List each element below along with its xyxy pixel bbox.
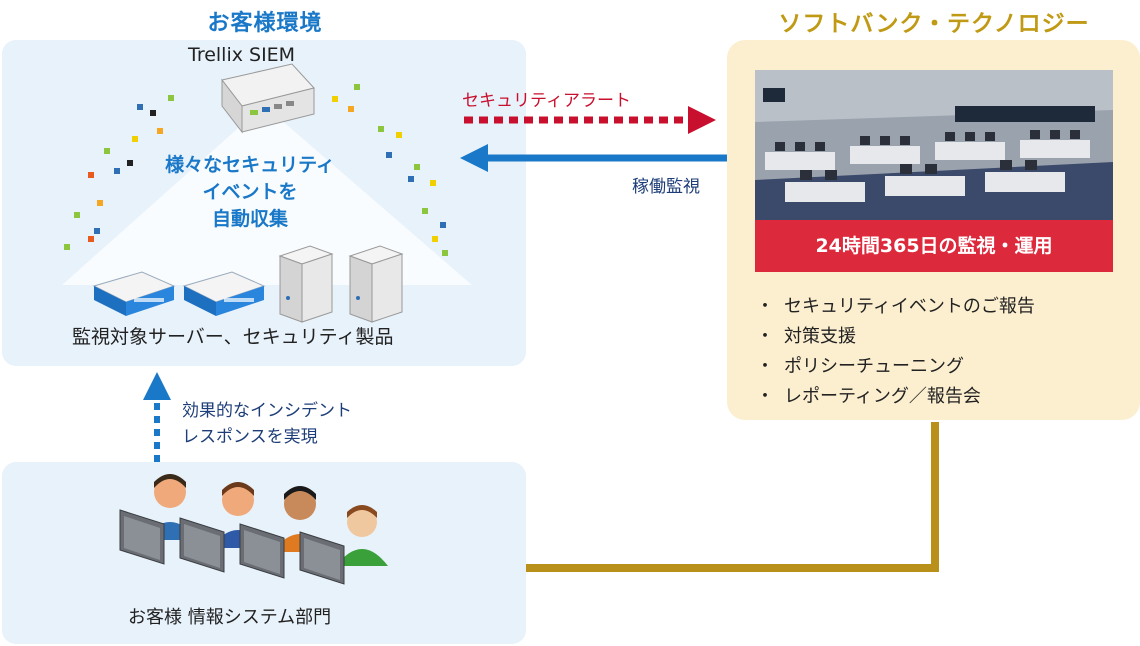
customer-env-title: お客様環境 <box>207 11 323 36</box>
report-arrow-line <box>506 422 939 572</box>
service-item: ・セキュリティイベントのご報告 <box>756 296 1035 317</box>
monitor-screens <box>124 516 340 580</box>
operators-illustration <box>119 474 388 585</box>
monitor-label: 稼働監視 <box>632 177 700 197</box>
soc-banner: 24時間365日の監視・運用 <box>755 220 1113 272</box>
auto-collect-line: イベントを <box>202 181 298 203</box>
network-switch-icon <box>182 271 266 316</box>
operator-icon <box>336 505 388 566</box>
service-item: ・ポリシーチューニング <box>756 356 964 377</box>
it-department-label: お客様 情報システム部門 <box>128 607 332 628</box>
soc-photo <box>755 70 1113 220</box>
server-icon <box>348 245 404 323</box>
server-icon <box>278 245 334 323</box>
siem-appliance-icon <box>221 63 315 134</box>
light-cone <box>62 105 472 285</box>
monitor-arrow-head <box>460 144 488 172</box>
auto-collect-line: 自動収集 <box>211 208 288 230</box>
siem-label: Trellix SIEM <box>188 44 296 66</box>
collection-illustration <box>62 63 472 323</box>
auto-collect-line: 様々なセキュリティ <box>165 154 335 176</box>
auto-collect-text: 様々なセキュリティ イベントを 自動収集 <box>120 152 380 233</box>
service-list: ・セキュリティイベントのご報告 ・対策支援 ・ポリシーチューニング ・レポーティ… <box>756 292 1035 412</box>
incident-label-line: レスポンスを実現 <box>182 427 318 447</box>
incident-label-line: 効果的なインシデント <box>182 401 352 421</box>
network-switch-icon <box>92 271 176 316</box>
vendor-title: ソフトバンク・テクノロジー <box>778 11 1090 37</box>
service-item: ・対策支援 <box>756 326 856 347</box>
event-dots <box>64 84 448 256</box>
incident-arrow-head <box>143 372 171 400</box>
alert-label: セキュリティアラート <box>462 91 631 111</box>
incident-label: 効果的なインシデント レスポンスを実現 <box>182 398 352 450</box>
monitored-devices-label: 監視対象サーバー、セキュリティ製品 <box>72 326 394 348</box>
service-item: ・レポーティング／報告会 <box>756 386 981 407</box>
alert-arrow-head <box>688 106 716 134</box>
